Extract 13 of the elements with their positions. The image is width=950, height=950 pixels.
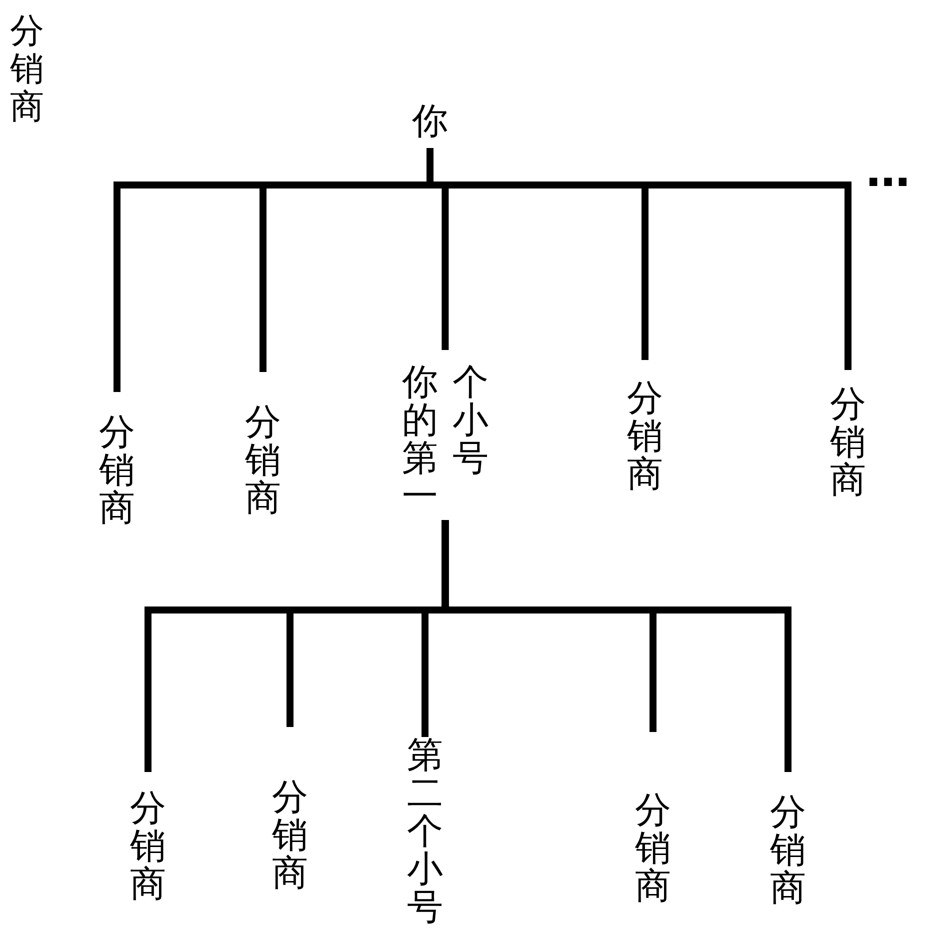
node-label: 分销商: [99, 392, 135, 528]
node-label: 分销商: [272, 727, 308, 893]
vertical-label: 分销商: [10, 12, 44, 126]
node-label: 分销商: [770, 772, 806, 908]
node-label: 你: [412, 100, 448, 144]
ellipsis-mark: …: [866, 150, 910, 194]
node-label: 分销商: [830, 370, 866, 500]
node-label: 分销商: [635, 732, 671, 906]
node-label: 第二个小号: [407, 737, 443, 927]
node-label: 分销商: [245, 372, 281, 518]
node-label: 分销商: [627, 360, 663, 494]
node-label: 你的第一个小号: [402, 350, 488, 516]
node-label: 分销商: [130, 772, 166, 904]
